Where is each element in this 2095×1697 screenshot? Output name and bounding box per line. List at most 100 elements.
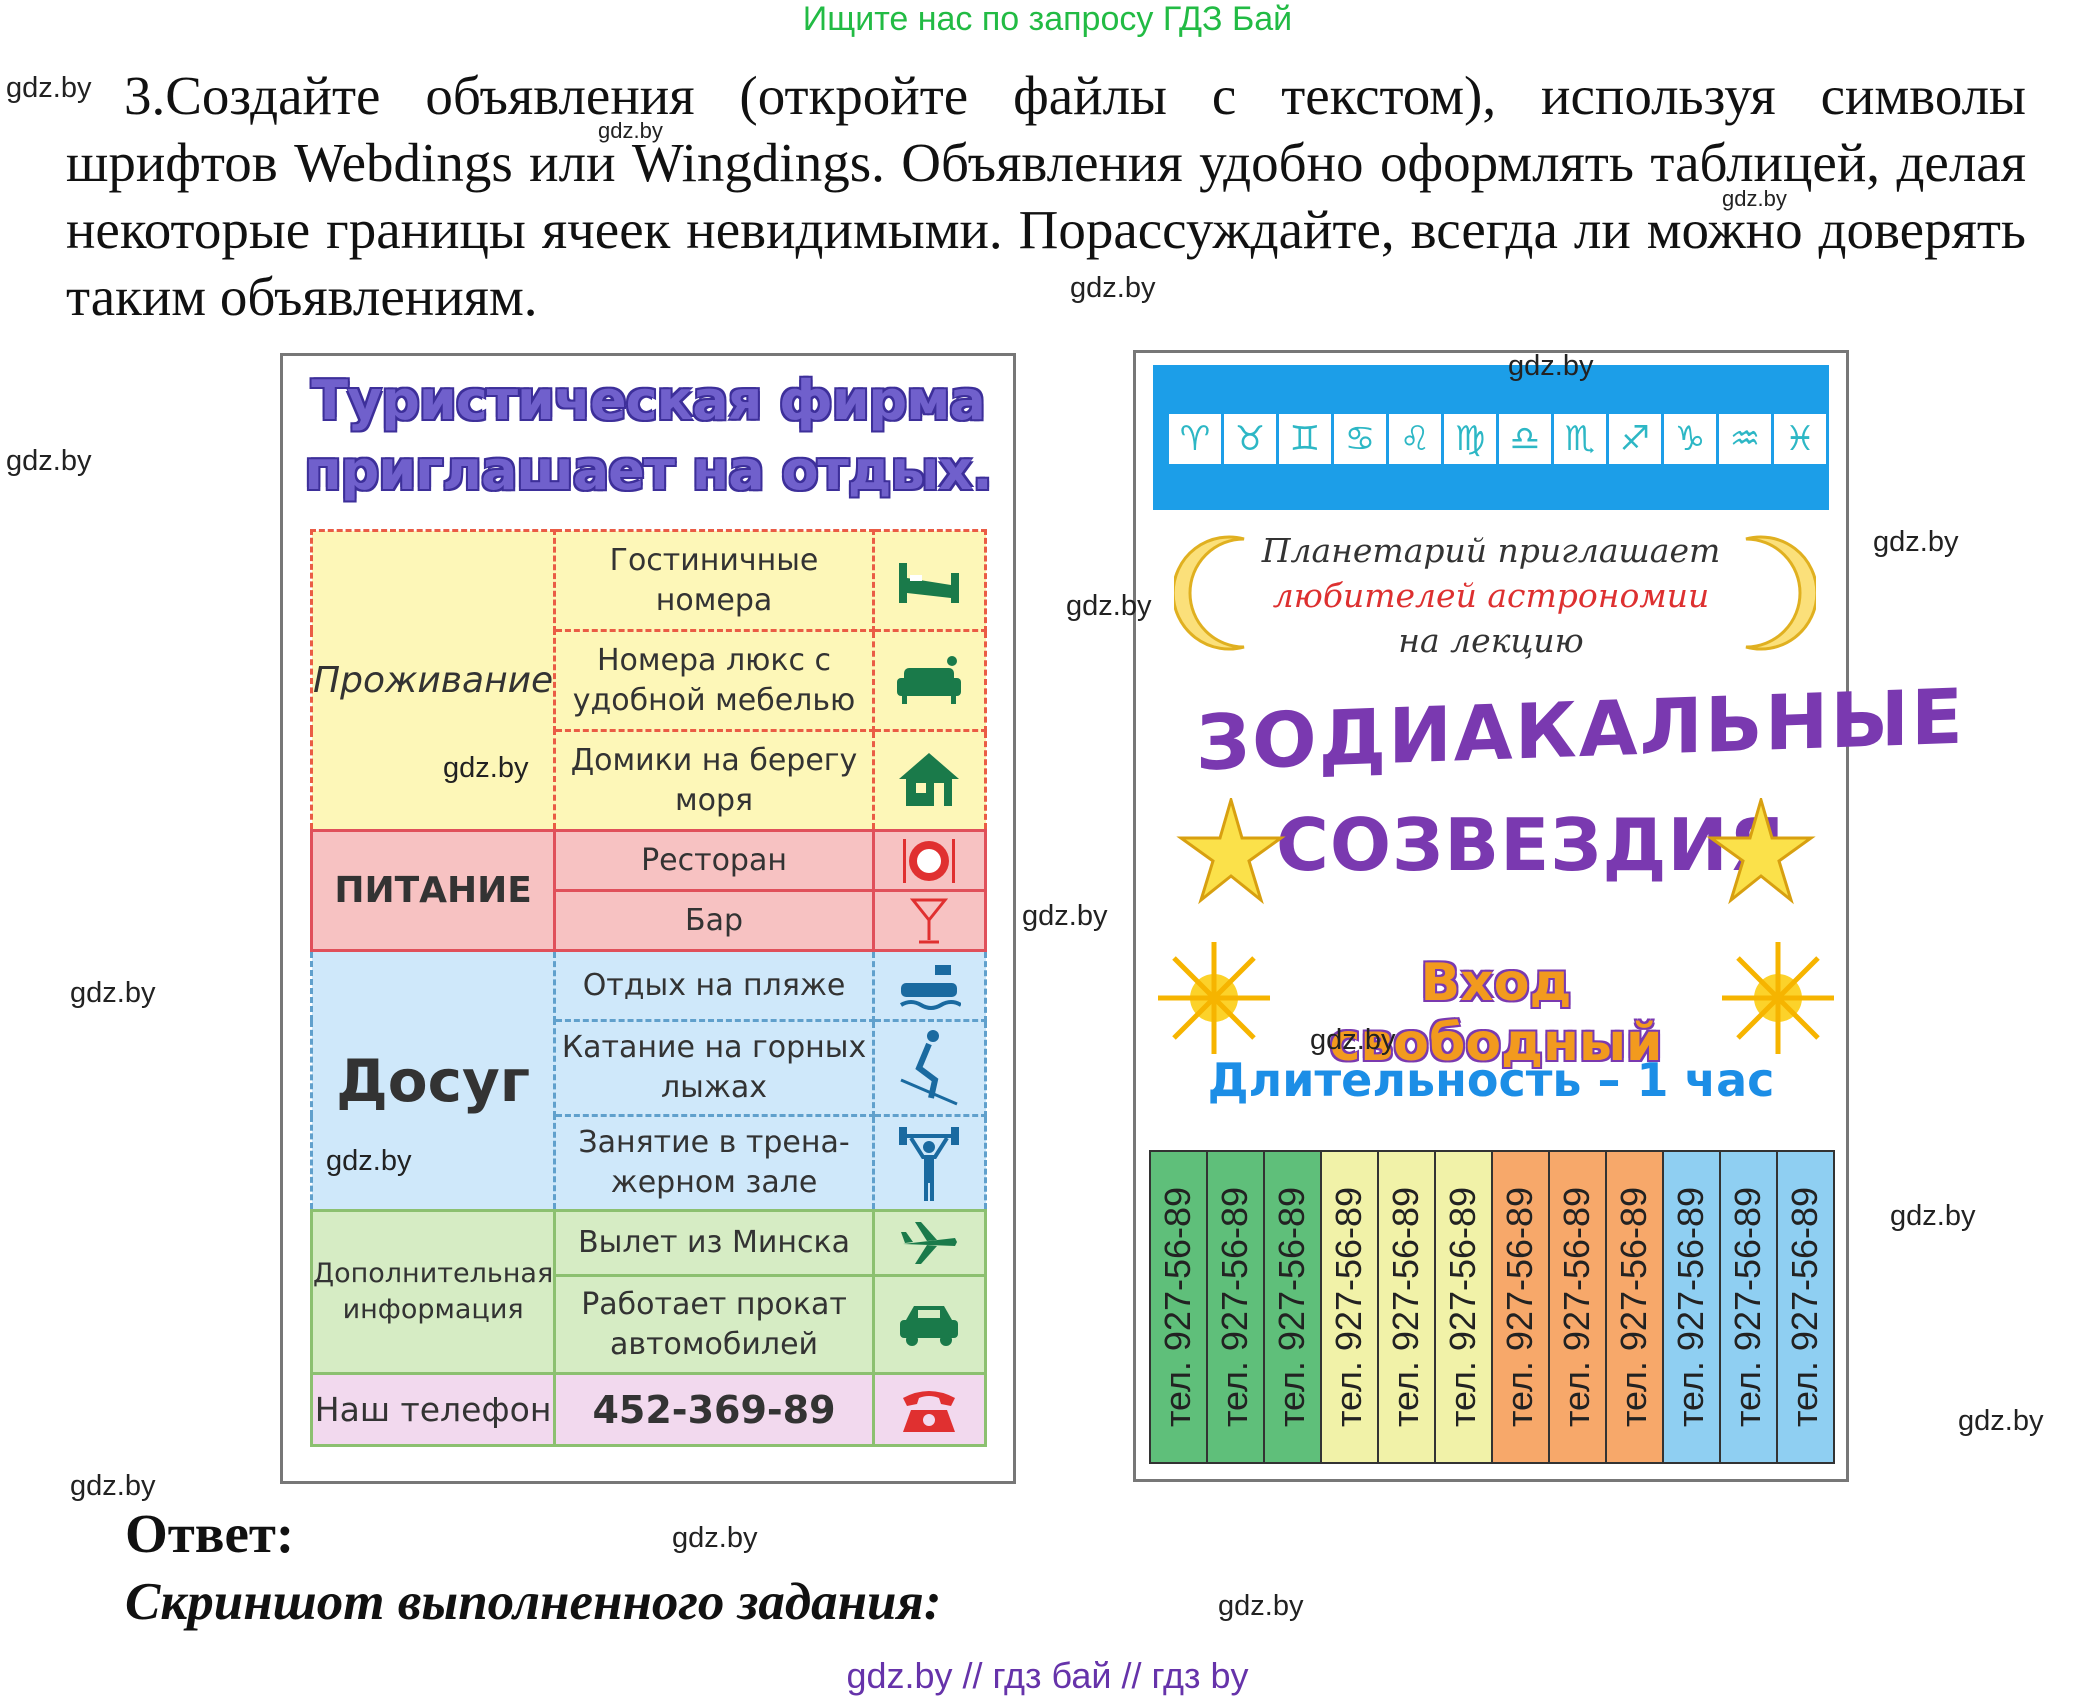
tear-off-strip: тел. 927-56-89 (1377, 1150, 1436, 1464)
category-extra: Дополнительная информация (309, 1209, 557, 1375)
watermark: gdz.by (1070, 272, 1156, 304)
moon-left-icon (1174, 535, 1245, 651)
watermark: gdz.by (1722, 186, 1787, 211)
skier-icon (871, 1019, 988, 1117)
moon-right-icon (1745, 535, 1816, 651)
zodiac-sign-icon: ♌ (1389, 414, 1441, 464)
tear-off-phone: тел. 927-56-89 (1385, 1186, 1427, 1428)
invite-line3: на лекцию (1398, 621, 1584, 660)
table-cell-item: Вылет из Минска (553, 1209, 875, 1277)
zodiac-sign-icon: ♒ (1719, 414, 1771, 464)
duration-text: Длительность – 1 час (1207, 1053, 1775, 1107)
category-accommodation: Проживание (309, 529, 557, 832)
zodiac-sign-icon: ♉ (1224, 414, 1276, 464)
telephone-icon (871, 1372, 988, 1447)
tear-off-phone: тел. 927-56-89 (1556, 1186, 1598, 1428)
table-cell-item: Работает прокат автомобилей (553, 1274, 875, 1375)
phone-number: 452-369-89 (553, 1372, 875, 1447)
watermark: gdz.by (1066, 590, 1152, 622)
airplane-icon (871, 1209, 988, 1277)
table-cell-item: Ресторан (553, 829, 875, 892)
star-left-icon (1176, 798, 1286, 905)
watermark: gdz.by (1958, 1405, 2044, 1437)
table-cell-item: Отдых на пляже (553, 949, 875, 1022)
tear-off-strip: тел. 927-56-89 (1263, 1150, 1322, 1464)
star-right-icon (1706, 798, 1816, 905)
tear-off-strip: тел. 927-56-89 (1206, 1150, 1265, 1464)
watermark: gdz.by (1890, 1200, 1976, 1232)
tear-off-strip: тел. 927-56-89 (1662, 1150, 1721, 1464)
table-cell-item: Домики на берегу моря (553, 729, 875, 832)
sun-right-icon (1722, 942, 1834, 1054)
table-cell-item: Номера люкс с удобной мебелью (553, 629, 875, 732)
tear-off-phone: тел. 927-56-89 (1157, 1186, 1199, 1428)
zodiac-symbol-row: ♈♉♊♋♌♍♎♏♐♑♒♓ (1169, 414, 1826, 464)
phone-label: Наш телефон (309, 1372, 557, 1447)
tear-off-phone: тел. 927-56-89 (1442, 1186, 1484, 1428)
tear-off-strip: тел. 927-56-89 (1434, 1150, 1493, 1464)
bottom-links[interactable]: gdz.by // гдз бай // гдз by (846, 1655, 1249, 1696)
tear-off-strip: тел. 927-56-89 (1491, 1150, 1550, 1464)
tear-off-phone: тел. 927-56-89 (1727, 1186, 1769, 1428)
table-cell-item: Гостиничные номера (553, 529, 875, 632)
planetarium-ad: ♈♉♊♋♌♍♎♏♐♑♒♓ Планетарий приглашает любит… (1133, 350, 1965, 1482)
screenshot-label: Скриншот выполненного задания: (125, 1573, 942, 1631)
tear-off-phone: тел. 927-56-89 (1271, 1186, 1313, 1428)
category-leisure: Досуг (309, 949, 557, 1212)
watermark: gdz.by (1310, 1024, 1396, 1056)
zodiac-sign-icon: ♐ (1609, 414, 1661, 464)
answer-label: Ответ: (125, 1503, 295, 1564)
tear-off-phone: тел. 927-56-89 (1214, 1186, 1256, 1428)
tear-off-strip: тел. 927-56-89 (1548, 1150, 1607, 1464)
free-entry-text: Вход свободный (1329, 953, 1663, 1073)
weightlifter-icon (871, 1114, 988, 1212)
tear-off-strip: тел. 927-56-89 (1719, 1150, 1778, 1464)
planetarium-invite: Планетарий приглашает любителей астроном… (1256, 528, 1726, 663)
watermark: gdz.by (6, 445, 92, 477)
watermark: gdz.by (6, 72, 92, 104)
tourism-title-line2: приглашает на отдых. (304, 439, 992, 502)
tear-off-phone: тел. 927-56-89 (1670, 1186, 1712, 1428)
watermark: gdz.by (1022, 900, 1108, 932)
car-icon (871, 1274, 988, 1375)
bed-icon (871, 529, 988, 632)
watermark: gdz.by (70, 977, 156, 1009)
watermark: gdz.by (1218, 1590, 1304, 1622)
tourism-ad: Туристическая фирма приглашает на отдых.… (280, 353, 1016, 1484)
tear-off-strip: тел. 927-56-89 (1320, 1150, 1379, 1464)
cocktail-icon (871, 889, 988, 952)
tear-off-strip: тел. 927-56-89 (1776, 1150, 1835, 1464)
tear-off-phone: тел. 927-56-89 (1499, 1186, 1541, 1428)
headline-line1: ЗОДИАКАЛЬНЫЕ (1196, 671, 1965, 788)
beach-icon (871, 949, 988, 1022)
sun-left-icon (1158, 942, 1270, 1054)
tear-off-strip: тел. 927-56-89 (1149, 1150, 1208, 1464)
house-icon (871, 729, 988, 832)
tear-off-phone: тел. 927-56-89 (1613, 1186, 1655, 1428)
category-food: ПИТАНИЕ (309, 829, 557, 952)
watermark: gdz.by (70, 1470, 156, 1502)
zodiac-sign-icon: ♏ (1554, 414, 1606, 464)
zodiac-sign-icon: ♈ (1169, 414, 1221, 464)
watermark: gdz.by (672, 1522, 758, 1554)
task-paragraph: 3.Создайте объявления (откройте файлы с … (66, 65, 2026, 327)
zodiac-sign-icon: ♍ (1444, 414, 1496, 464)
tourism-title-line1: Туристическая фирма (311, 369, 986, 432)
zodiac-sign-icon: ♋ (1334, 414, 1386, 464)
watermark: gdz.by (1873, 526, 1959, 558)
tear-off-phone: тел. 927-56-89 (1784, 1186, 1826, 1428)
zodiac-sign-icon: ♎ (1499, 414, 1551, 464)
table-cell-item: Бар (553, 889, 875, 952)
zodiac-sign-icon: ♓ (1774, 414, 1826, 464)
tear-off-strip: тел. 927-56-89 (1605, 1150, 1664, 1464)
zodiac-bar: ♈♉♊♋♌♍♎♏♐♑♒♓ (1153, 365, 1829, 510)
top-search-link[interactable]: Ищите нас по запросу ГДЗ Бай (802, 0, 1293, 38)
watermark: gdz.by (598, 118, 663, 143)
sofa-icon (871, 629, 988, 732)
headline-line2: СОЗВЕЗДИЯ (1276, 803, 1786, 887)
zodiac-sign-icon: ♊ (1279, 414, 1331, 464)
table-cell-item: Катание на горных лыжах (553, 1019, 875, 1117)
invite-line1: Планетарий приглашает (1261, 531, 1721, 570)
invite-line2: любителей астрономии (1272, 576, 1710, 615)
